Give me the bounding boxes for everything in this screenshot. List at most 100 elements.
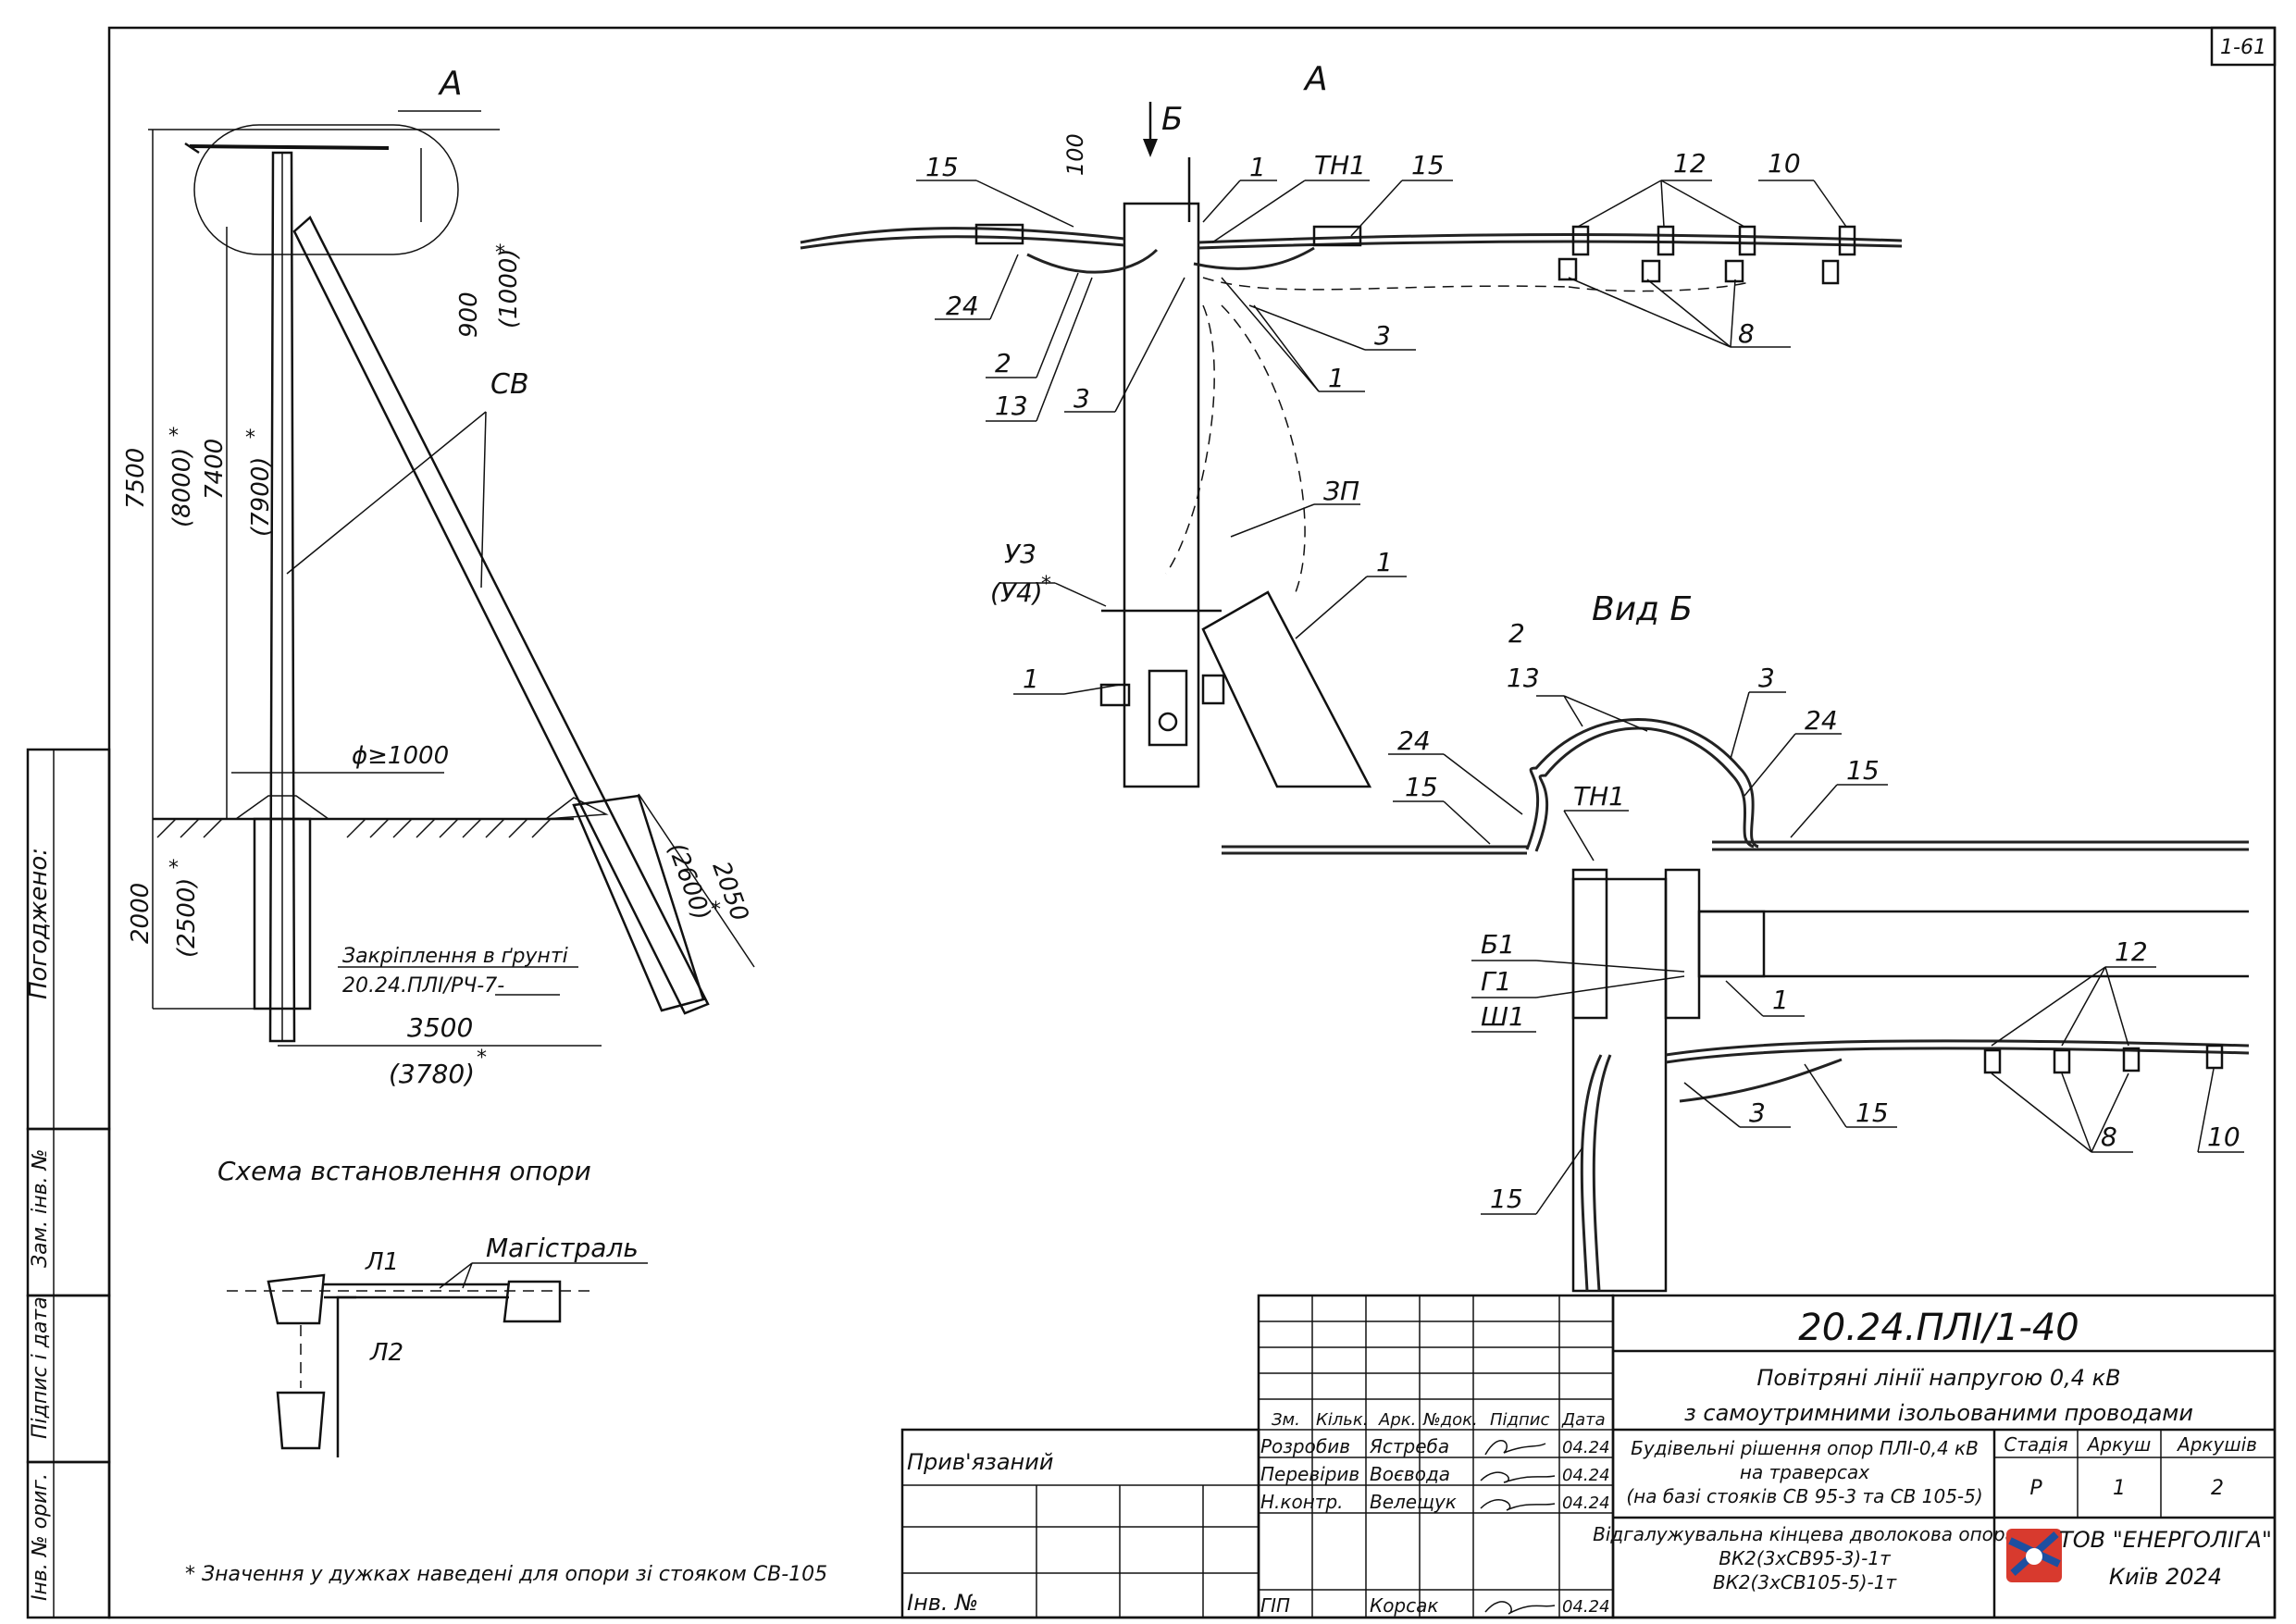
col-data: Дата: [1561, 1410, 1606, 1430]
inv-no-label: Інв. №: [907, 1590, 978, 1616]
inv-label: Інв. № ориг.: [29, 1473, 52, 1601]
vb-label-15a: 15: [1405, 772, 1438, 802]
l2-label: Л2: [369, 1339, 403, 1367]
agreed-label: Погоджено:: [25, 848, 53, 999]
da-label-15a: 15: [925, 152, 959, 182]
main-label: Магістраль: [486, 1233, 639, 1263]
asterisk-2500: *: [168, 857, 179, 880]
sheet-name-1: Відгалужувальна кінцева дволокова опора: [1593, 1523, 2017, 1545]
vb-label-15b: 15: [1846, 755, 1880, 786]
pole-installation-schema: А 7500 (8000) 7400: [122, 65, 755, 1186]
dim-100: 100: [1062, 133, 1088, 176]
date-2: 04.24: [1562, 1494, 1610, 1513]
asterisk-2600: *: [711, 899, 721, 922]
strut-foundation: [572, 794, 705, 1012]
signatures: [1480, 1440, 1556, 1615]
dim-3780: (3780): [389, 1059, 475, 1089]
vb-label-15d: 15: [1490, 1184, 1523, 1214]
vb-label-3a: 3: [1758, 663, 1775, 693]
col-zm: Зм.: [1272, 1410, 1300, 1430]
da-label-8: 8: [1738, 318, 1755, 349]
title-line-1: Повітряні лінії напругою 0,4 кВ: [1756, 1365, 2120, 1391]
company-name: ТОВ "ЕНЕРГОЛІГА": [2059, 1527, 2272, 1553]
col-ndok: №док.: [1422, 1410, 1478, 1430]
da-label-13: 13: [995, 391, 1028, 421]
company-city: Київ 2024: [2109, 1564, 2222, 1590]
da-label-1c: 1: [1376, 547, 1393, 577]
dim-1000: (1000): [495, 249, 523, 329]
da-label-u4: (У4): [990, 577, 1043, 608]
dim-3500: 3500: [407, 1012, 473, 1043]
dim-8000: (8000): [168, 448, 196, 527]
schema-view-a-label: А: [438, 65, 463, 103]
dim-7500: 7500: [122, 448, 150, 509]
da-label-1d: 1: [1023, 663, 1039, 694]
da-label-1a: 1: [1249, 152, 1266, 182]
cb-label: СВ: [490, 368, 529, 401]
da-label-2: 2: [995, 348, 1011, 378]
sheet-value: 1: [2113, 1477, 2126, 1500]
vb-label-tn1: ТН1: [1573, 781, 1625, 812]
da-label-24: 24: [946, 291, 979, 321]
vb-label-3b: 3: [1749, 1097, 1766, 1128]
da-label-3a: 3: [1374, 320, 1391, 351]
asterisk-u4: *: [1041, 573, 1051, 596]
detail-a-title: А: [1303, 60, 1328, 98]
dim-7400: 7400: [201, 439, 229, 500]
branch-scheme: Л1 Л2 Магістраль: [227, 1233, 648, 1457]
vb-label-1: 1: [1772, 985, 1789, 1015]
date-0: 04.24: [1562, 1438, 1610, 1457]
title-line-2: з самоутримними ізольованими проводами: [1684, 1400, 2193, 1426]
sheet-name-3: ВК2(3хСВ105-5)-1т: [1713, 1571, 1898, 1593]
arrow-b-label: Б: [1161, 101, 1183, 138]
col-kilk: Кільк.: [1316, 1410, 1369, 1430]
sheet-code-box: [2210, 26, 2277, 67]
da-label-u3: У3: [1004, 539, 1036, 569]
vb-label-24a: 24: [1397, 725, 1431, 756]
sheets-header: Аркушів: [2176, 1433, 2257, 1456]
vb-label-2: 2: [1508, 618, 1525, 649]
vb-label-b1: Б1: [1481, 929, 1515, 960]
col-ark: Арк.: [1378, 1410, 1416, 1430]
section-line-1: Будівельні рішення опор ПЛІ-0,4 кВ: [1631, 1437, 1979, 1459]
vb-label-12: 12: [2115, 936, 2148, 967]
dim-7900: (7900): [247, 457, 275, 537]
detail-a-strut: [1201, 590, 1372, 788]
sheet-name-2: ВК2(3хСВ95-3)-1т: [1719, 1547, 1892, 1569]
detail-a-callout: [193, 124, 459, 255]
da-label-10: 10: [1768, 148, 1801, 179]
view-b-title: Вид Б: [1592, 590, 1693, 628]
da-label-12: 12: [1673, 148, 1706, 179]
col-pidpys: Підпис: [1490, 1410, 1549, 1430]
stage-header: Стадія: [2004, 1433, 2067, 1456]
company-logo: [2006, 1529, 2062, 1582]
da-label-tn1: ТН1: [1314, 150, 1366, 180]
footnote: * Значення у дужках наведені для опори з…: [185, 1563, 827, 1586]
vb-label-sh1: Ш1: [1481, 1001, 1525, 1032]
name-3: Корсак: [1370, 1594, 1438, 1617]
sign-label: Підпис і дата: [29, 1296, 52, 1439]
section-line-2: на траверсах: [1740, 1461, 1869, 1483]
name-1: Воєвода: [1370, 1463, 1450, 1485]
section-line-3: (на базі стояків СВ 95-3 та СВ 105-5): [1626, 1485, 1982, 1507]
doc-code: 20.24.ПЛІ/1-40: [1798, 1307, 2079, 1349]
asterisk-1000: *: [495, 242, 505, 265]
asterisk-7900: *: [245, 427, 255, 450]
da-label-1b: 1: [1328, 363, 1345, 393]
role-0: Розробив: [1260, 1435, 1350, 1457]
fix-label: Закріплення в ґрунті: [342, 945, 568, 968]
sheet-code: 1-61: [2220, 36, 2266, 59]
da-label-3b: 3: [1074, 383, 1090, 414]
schema-caption: Схема встановлення опори: [217, 1156, 591, 1186]
role-2: Н.контр.: [1260, 1491, 1344, 1513]
da-label-zp: ЗП: [1323, 476, 1359, 506]
asterisk-3780: *: [477, 1047, 487, 1070]
vb-label-15c: 15: [1855, 1097, 1889, 1128]
view-b-pole: [1571, 877, 1668, 1293]
dim-phi: ϕ≥1000: [352, 742, 449, 770]
dim-2000: 2000: [127, 883, 155, 944]
dim-2500: (2500): [173, 878, 201, 958]
strut-pole: [292, 215, 710, 1015]
vb-label-g1: Г1: [1481, 966, 1511, 997]
